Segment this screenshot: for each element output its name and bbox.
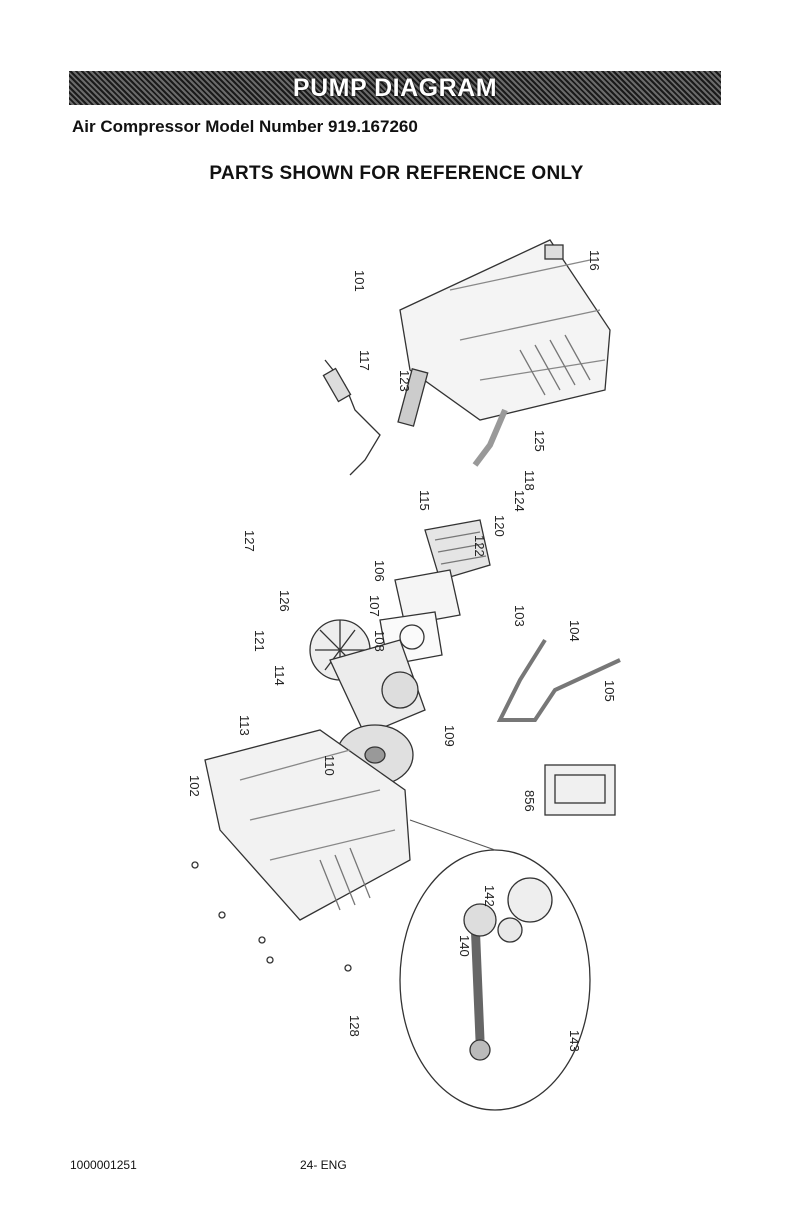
- part-number-label: 127: [242, 530, 257, 552]
- part-number-label: 126: [277, 590, 292, 612]
- part-number-label: 116: [587, 250, 602, 271]
- part-number-label: 110: [322, 755, 337, 776]
- outlet-tube: [500, 640, 620, 720]
- part-number-label: 117: [357, 350, 372, 371]
- part-number-label: 125: [532, 430, 547, 452]
- part-number-label: 113: [237, 715, 252, 736]
- part-number-label: 140: [457, 935, 472, 957]
- part-number-label: 106: [372, 560, 387, 582]
- document-number: 1000001251: [70, 1158, 137, 1172]
- part-number-label: 118: [522, 470, 537, 491]
- part-number-label: 128: [347, 1015, 362, 1037]
- part-number-label: 109: [442, 725, 457, 747]
- part-number-label: 105: [602, 680, 617, 702]
- model-number-line: Air Compressor Model Number 919.167260: [72, 117, 418, 137]
- part-number-label: 143: [567, 1030, 582, 1052]
- part-number-label: 101: [352, 270, 367, 292]
- part-number-label: 115: [417, 490, 432, 511]
- title-banner: PUMP DIAGRAM: [69, 71, 721, 105]
- reference-note: PARTS SHOWN FOR REFERENCE ONLY: [0, 163, 793, 185]
- part-number-label: 121: [252, 630, 267, 652]
- page-title: PUMP DIAGRAM: [293, 74, 497, 103]
- page-number: 24- ENG: [300, 1158, 347, 1172]
- part-number-label: 114: [272, 665, 287, 686]
- connecting-rod: [475, 920, 480, 1040]
- part-number-label: 120: [492, 515, 507, 537]
- part-number-label: 124: [512, 490, 527, 512]
- part-number-label: 122: [472, 535, 487, 557]
- part-number-label: 108: [372, 630, 387, 652]
- part-number-label: 142: [482, 885, 497, 907]
- part-number-label: 104: [567, 620, 582, 642]
- switch-part: [545, 245, 563, 259]
- part-number-label: 103: [512, 605, 527, 627]
- part-number-label: 102: [187, 775, 202, 797]
- part-number-label: 123: [397, 370, 412, 392]
- part-number-label: 856: [522, 790, 537, 812]
- part-number-label: 107: [367, 595, 382, 617]
